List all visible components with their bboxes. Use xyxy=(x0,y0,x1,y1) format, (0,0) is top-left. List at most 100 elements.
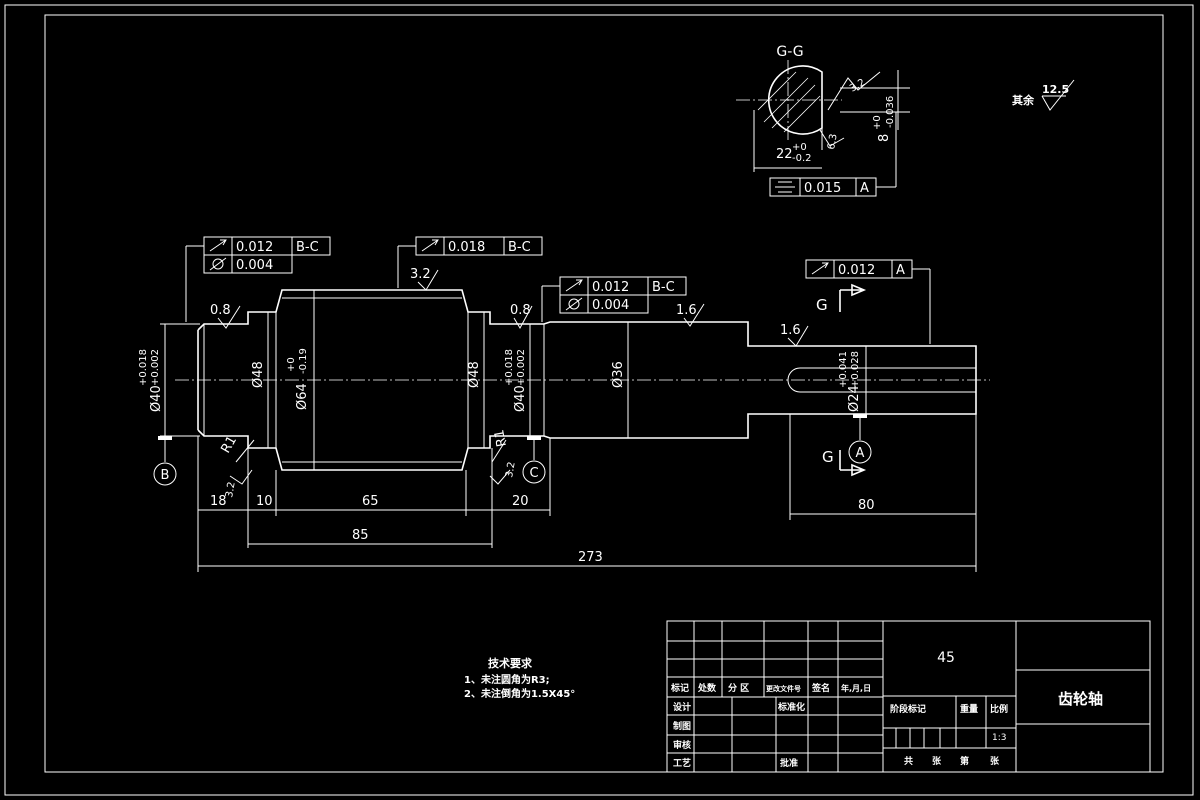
title-block: 标记 处数 分 区 更改文件号 签名 年,月,日 设计 标准化 制图 审核 工艺… xyxy=(666,620,1151,773)
fcf-end: 0.012 A xyxy=(805,259,931,344)
svg-text:C: C xyxy=(529,466,538,481)
svg-text:-0.19: -0.19 xyxy=(298,348,309,374)
svg-text:A: A xyxy=(856,446,865,461)
dim-85: 85 xyxy=(352,528,369,543)
svg-text:签名: 签名 xyxy=(811,682,830,694)
keyway xyxy=(787,367,976,393)
svg-text:0.012: 0.012 xyxy=(592,280,629,295)
diameter-dims: Ø40 +0.018 +0.002 Ø48 Ø64 +0 -0.19 Ø48 Ø… xyxy=(138,290,867,470)
svg-text:0.015: 0.015 xyxy=(804,181,841,196)
runout-icon xyxy=(209,239,227,252)
svg-text:审核: 审核 xyxy=(673,739,691,751)
svg-text:R1: R1 xyxy=(218,434,240,456)
svg-text:张: 张 xyxy=(932,755,942,767)
svg-text:3.2: 3.2 xyxy=(224,481,238,499)
svg-text:分 区: 分 区 xyxy=(728,682,749,694)
svg-text:+0.018: +0.018 xyxy=(138,349,149,386)
roughness-63-sec xyxy=(819,129,845,147)
svg-text:阶段标记: 阶段标记 xyxy=(890,703,926,715)
scale: 1:3 xyxy=(992,733,1006,743)
svg-text:B-C: B-C xyxy=(652,280,675,295)
svg-text:+0.028: +0.028 xyxy=(850,351,861,388)
svg-text:R1: R1 xyxy=(492,428,510,448)
dim-8: 8 xyxy=(877,134,892,142)
datums: B C A G G xyxy=(153,283,872,486)
dim-20: 20 xyxy=(512,494,529,509)
cut-g-top: G xyxy=(816,296,828,314)
dim-18: 18 xyxy=(210,494,227,509)
section-label: G-G xyxy=(776,44,803,60)
datum-a-circle xyxy=(848,440,872,464)
datum-b-circle xyxy=(153,462,177,486)
dim-10: 10 xyxy=(256,494,273,509)
svg-text:工艺: 工艺 xyxy=(673,757,691,769)
inner-border xyxy=(44,14,1164,773)
svg-text:其余: 其余 xyxy=(1012,93,1035,107)
svg-text:A: A xyxy=(896,263,905,278)
datum-c-circle xyxy=(522,460,546,484)
svg-text:+0.002: +0.002 xyxy=(516,349,527,386)
dim-d40-right: Ø40 xyxy=(513,385,528,412)
shaft-main-view xyxy=(175,289,990,471)
svg-text:6.3: 6.3 xyxy=(826,133,840,151)
svg-text:+0.041: +0.041 xyxy=(838,351,849,388)
svg-text:+0.018: +0.018 xyxy=(504,349,515,386)
svg-text:+0: +0 xyxy=(286,357,297,372)
roughness-icon xyxy=(1041,79,1075,111)
svg-text:3.2: 3.2 xyxy=(410,267,431,282)
dim-d24: Ø24 xyxy=(847,385,862,412)
dim-d64: Ø64 xyxy=(295,383,310,410)
svg-text:更改文件号: 更改文件号 xyxy=(766,684,801,693)
cut-g-bottom: G xyxy=(822,448,834,466)
surface-notes: 0.8 0.8 3.2 1.6 1.6 R1 R1 3.2 3.2 xyxy=(210,267,809,499)
tech-requirements: 技术要求 1、未注圆角为R3; 2、未注倒角为1.5X45° xyxy=(464,656,575,700)
material: 45 xyxy=(937,650,955,666)
fcf-left: 0.012 B-C 0.004 xyxy=(185,236,331,322)
section-outline xyxy=(767,65,823,135)
svg-text:1.6: 1.6 xyxy=(780,323,801,338)
svg-text:0.8: 0.8 xyxy=(510,303,531,318)
svg-text:批准: 批准 xyxy=(780,757,798,769)
roughness-32-sec xyxy=(827,71,881,111)
svg-text:技术要求: 技术要求 xyxy=(488,656,533,670)
svg-text:标准化: 标准化 xyxy=(777,701,805,713)
dim-d48-left: Ø48 xyxy=(251,361,266,388)
svg-text:-0.036: -0.036 xyxy=(885,96,896,128)
svg-text:标记: 标记 xyxy=(670,682,689,694)
dim-65: 65 xyxy=(362,494,379,509)
svg-text:A: A xyxy=(860,181,869,196)
svg-text:3.2: 3.2 xyxy=(848,77,867,94)
svg-text:B: B xyxy=(161,468,170,483)
svg-text:设计: 设计 xyxy=(673,701,691,713)
svg-text:B-C: B-C xyxy=(508,240,531,255)
svg-text:+0: +0 xyxy=(872,115,883,130)
dim-273: 273 xyxy=(578,550,603,565)
svg-text:第: 第 xyxy=(960,755,969,767)
svg-text:+0: +0 xyxy=(792,142,807,153)
svg-text:共: 共 xyxy=(904,755,913,767)
outer-border xyxy=(4,4,1194,796)
dim-d48-right: Ø48 xyxy=(467,361,482,388)
svg-text:0.004: 0.004 xyxy=(592,298,629,313)
fcf-gear: 0.018 B-C xyxy=(397,236,543,288)
dim-d40-left: Ø40 xyxy=(149,385,164,412)
dim-22: 22 xyxy=(776,147,793,162)
svg-text:张: 张 xyxy=(990,755,1000,767)
svg-text:年,月,日: 年,月,日 xyxy=(841,683,871,693)
svg-text:-0.2: -0.2 xyxy=(792,153,812,164)
svg-text:比例: 比例 xyxy=(990,703,1008,715)
surface-rest: 其余 12.5 xyxy=(1012,79,1075,111)
dim-80: 80 xyxy=(858,498,875,513)
svg-text:0.8: 0.8 xyxy=(210,303,231,318)
svg-text:重量: 重量 xyxy=(960,703,978,715)
svg-text:0.012: 0.012 xyxy=(838,263,875,278)
svg-text:B-C: B-C xyxy=(296,240,319,255)
svg-text:2、未注倒角为1.5X45°: 2、未注倒角为1.5X45° xyxy=(464,687,575,700)
svg-text:处数: 处数 xyxy=(697,682,717,694)
svg-text:+0.002: +0.002 xyxy=(150,349,161,386)
cylindricity-icon xyxy=(212,258,224,270)
svg-text:0.004: 0.004 xyxy=(236,258,273,273)
svg-text:0.018: 0.018 xyxy=(448,240,485,255)
section-hatch xyxy=(757,71,821,133)
